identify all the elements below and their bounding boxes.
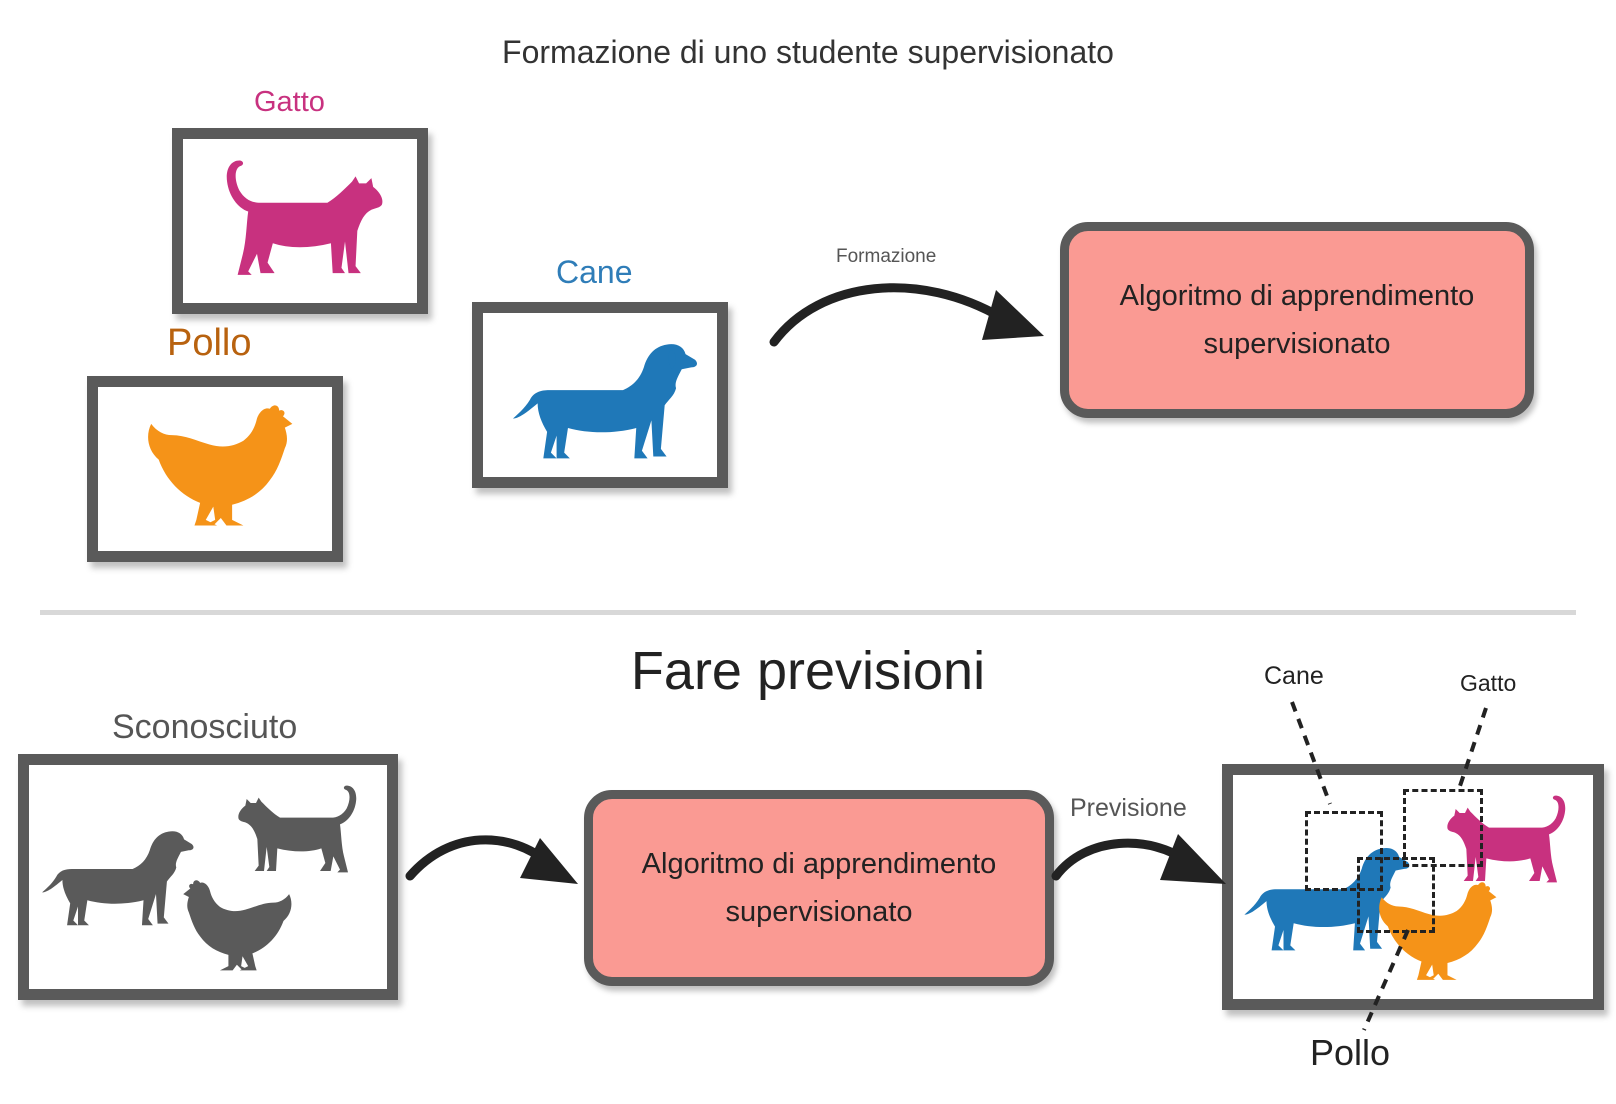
dog-label: Cane [556,254,633,290]
result-dog-label: Cane [1264,662,1324,690]
prediction-arrow-label: Previsione [1070,794,1187,822]
prediction-algorithm-box: Algoritmo di apprendimento supervisionat… [584,790,1054,986]
chicken-leader-line [1362,929,1410,1031]
training-title: Formazione di uno studente supervisionat… [502,34,1114,70]
algorithm-line1: Algoritmo di apprendimento [1119,280,1475,312]
training-arrow-label: Formazione [836,246,937,267]
training-algorithm-box: Algoritmo di apprendimento supervisionat… [1060,222,1534,418]
section-divider [40,610,1576,615]
dog-detection-box [1305,811,1383,891]
chicken-image-frame [87,376,343,562]
curved-arrow-icon [1051,834,1226,884]
algorithm-line2: supervisionato [725,896,913,928]
result-image-frame [1222,764,1604,1010]
dog-image-frame [472,302,728,488]
unknown-label: Sconosciuto [112,708,298,746]
cat-label: Gatto [254,86,325,118]
unknown-image-frame [18,754,398,1000]
prediction-title: Fare previsioni [630,641,986,701]
dog-leader-line [1290,701,1332,805]
curved-arrow-icon [405,835,578,884]
algorithm-line2: supervisionato [1203,328,1391,360]
chicken-label: Pollo [167,322,252,364]
result-chicken-label: Pollo [1310,1032,1391,1073]
cat-leader-line [1456,707,1488,793]
cat-image-frame [172,128,428,314]
chicken-detection-box [1357,857,1435,933]
cat-detection-box [1403,789,1483,867]
curved-arrow-icon [769,283,1044,347]
result-cat-label: Gatto [1460,670,1517,696]
algorithm-line1: Algoritmo di apprendimento [641,848,997,880]
